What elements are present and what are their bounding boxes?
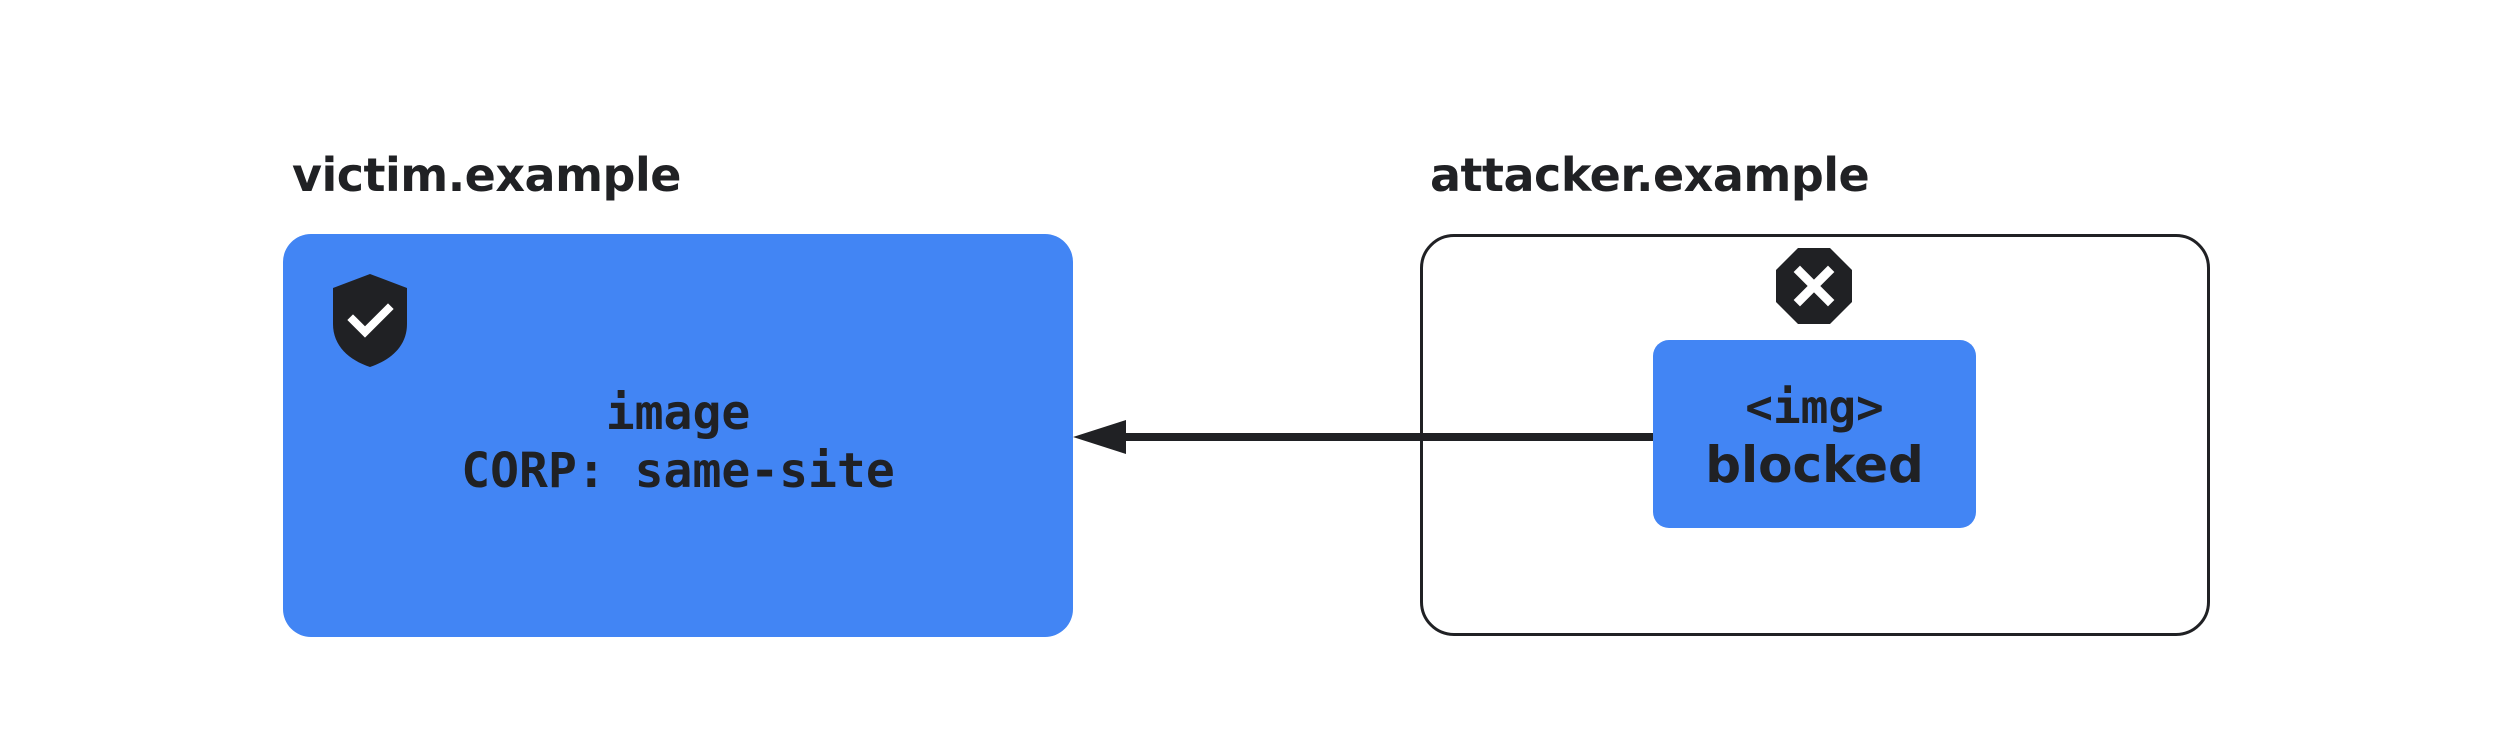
victim-site-label: victim.example bbox=[292, 148, 681, 202]
resource-name: image bbox=[605, 385, 751, 441]
img-tag-label: <img> bbox=[1745, 380, 1884, 434]
corp-header-value: CORP: same-site bbox=[461, 443, 895, 499]
request-arrow bbox=[1073, 420, 1660, 454]
victim-resource-text: image CORP: same-site bbox=[283, 384, 1073, 500]
victim-resource-box: image CORP: same-site bbox=[283, 234, 1073, 637]
blocked-x-octagon-icon bbox=[1776, 248, 1852, 324]
img-request-box: <img> blocked bbox=[1653, 340, 1976, 528]
request-arrow-head bbox=[1073, 420, 1126, 454]
attacker-site-frame bbox=[1420, 234, 2210, 636]
img-request-text: <img> blocked bbox=[1653, 378, 1976, 494]
attacker-site-label: attacker.example bbox=[1430, 148, 1870, 202]
blocked-status-label: blocked bbox=[1705, 436, 1924, 494]
shield-check-icon bbox=[333, 274, 407, 367]
